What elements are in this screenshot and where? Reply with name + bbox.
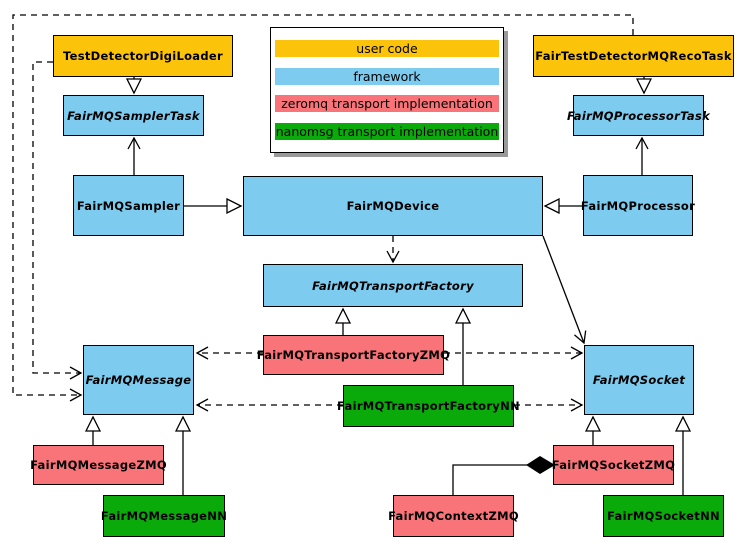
legend-item-framework: framework	[275, 67, 499, 85]
dependency-edges	[12, 14, 634, 412]
class-box-testdetectordigiloader: TestDetectorDigiLoader	[53, 35, 233, 77]
legend-item-zeromq-transport: zeromq transport implementation	[275, 95, 499, 113]
class-box-fairmqmessagezmq: FairMQMessageZMQ	[30, 445, 167, 485]
class-box-fairmqtransportfactory: FairMQTransportFactory	[263, 264, 523, 307]
class-box-fairmqsocket: FairMQSocket	[584, 345, 694, 415]
class-box-fairmqsocketnn: FairMQSocketNN	[603, 495, 724, 537]
filled-diamond-icon	[526, 456, 555, 474]
class-box-fairmqtransportfactorynn: FairMQTransportFactoryNN	[337, 385, 520, 427]
legend-item-nanomsg-transport: nanomsg transport implementation	[275, 122, 499, 140]
inheritance-edges	[84, 77, 692, 495]
class-box-fairmqmessagenn: FairMQMessageNN	[101, 495, 227, 537]
class-box-fairmqsamplertask: FairMQSamplerTask	[63, 95, 204, 136]
legend-item-user-code: user code	[275, 40, 499, 58]
class-box-fairmqprocessortask: FairMQProcessorTask	[567, 95, 710, 136]
class-box-fairmqprocessor: FairMQProcessor	[581, 175, 695, 236]
class-box-fairmqtransportfactoryzmq: FairMQTransportFactoryZMQ	[257, 335, 450, 375]
class-box-fairmqmessage: FairMQMessage	[83, 345, 194, 415]
legend-box: user code framework zeromq transport imp…	[270, 27, 504, 153]
class-box-fairmqsocketzmq: FairMQSocketZMQ	[552, 445, 675, 485]
class-box-fairmqdevice: FairMQDevice	[243, 176, 543, 236]
class-box-fairmqsampler: FairMQSampler	[73, 175, 184, 236]
class-box-fairmqcontextzmq: FairMQContextZMQ	[388, 495, 519, 537]
association-edges	[127, 136, 649, 345]
composition-edge	[452, 456, 555, 495]
class-box-fairtestdetectormqrecotask: FairTestDetectorMQRecoTask	[533, 35, 734, 77]
